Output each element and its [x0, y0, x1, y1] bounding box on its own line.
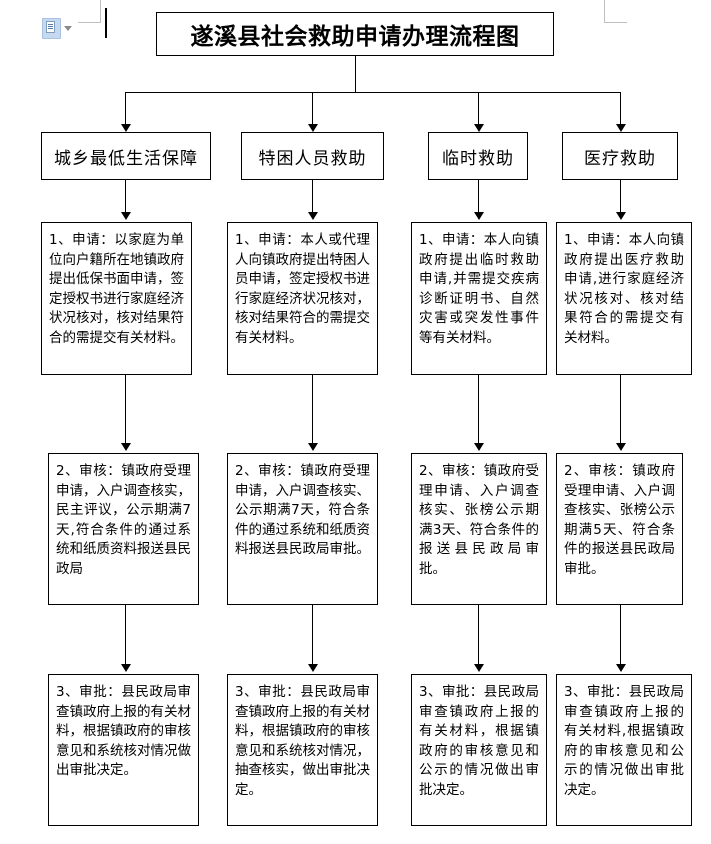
step-text: 1、申请：本人向镇政府提出临时救助申请,并需提交疾病诊断证明书、自然灾害或突发性… [419, 232, 539, 346]
step-text: 3、审批：县民政局审查镇政府上报的有关材料，根据镇政府的审核意见和系统核对情况做… [56, 684, 191, 778]
connector-linshi-step1-step2 [478, 375, 479, 445]
step-box-tekun-3[interactable]: 3、审批：县民政局审查镇政府上报的有关材料，根据镇政府的审核意见和系统核对情况，… [227, 674, 378, 826]
paste-clipboard-icon [42, 18, 61, 39]
step-box-yiliao-2[interactable]: 2、审核：镇政府受理申请、入户调查核实、张榜公示期满5天、符合条件的报送县民政局… [556, 453, 683, 605]
text-cursor [105, 8, 107, 38]
step-text: 2、审核：镇政府受理申请、入户调查核实、张榜公示期满3天、符合条件的报送县民政局… [419, 463, 539, 577]
connector-arrow-yiliao-step2 [616, 443, 626, 451]
category-label: 临时救助 [442, 148, 514, 169]
connector-arrow-dibao-step2 [121, 443, 131, 451]
connector-linshi-step2-step3 [478, 605, 479, 667]
step-text: 2、审核：镇政府受理申请，入户调查核实、公示期满7天，符合条件的通过系统和纸质资… [235, 463, 370, 557]
connector-arrow-linshi-step3 [474, 664, 484, 672]
bracket-drop-4 [620, 92, 621, 126]
step-text: 1、申请：本人或代理人向镇政府提出特困人员申请，签定授权书进行家庭经济状况核对，… [235, 232, 370, 346]
chevron-down-icon [64, 26, 72, 31]
page-guide-top-right-horizontal [604, 22, 627, 23]
distribution-bracket [125, 92, 621, 93]
step-box-tekun-2[interactable]: 2、审核：镇政府受理申请，入户调查核实、公示期满7天，符合条件的通过系统和纸质资… [227, 453, 378, 605]
page-guide-top-left-horizontal [78, 22, 101, 23]
category-box-yiliao[interactable]: 医疗救助 [562, 132, 678, 180]
connector-arrow-tekun-step3 [308, 664, 318, 672]
connector-linshi-cat-step1 [478, 180, 479, 216]
connector-tekun-step2-step3 [312, 605, 313, 667]
connector-dibao-step2-step3 [125, 605, 126, 667]
connector-yiliao-step2-step3 [620, 605, 621, 667]
connector-dibao-step1-step2 [125, 375, 126, 445]
page-guide-top-right-vertical [604, 0, 605, 22]
step-text: 2、审核：镇政府受理申请、入户调查核实、张榜公示期满5天、符合条件的报送县民政局… [564, 463, 675, 577]
paste-options-button[interactable] [42, 18, 72, 39]
step-box-linshi-3[interactable]: 3、审批：县民政局审查镇政府上报的有关材料，根据镇政府的审核意见和公示的情况做出… [411, 674, 547, 826]
category-box-linshi[interactable]: 临时救助 [428, 132, 528, 180]
step-text: 3、审批：县民政局审查镇政府上报的有关材料，根据镇政府的审核意见和系统核对情况，… [235, 684, 370, 798]
step-box-dibao-3[interactable]: 3、审批：县民政局审查镇政府上报的有关材料，根据镇政府的审核意见和系统核对情况做… [48, 674, 199, 826]
page-title: 遂溪县社会救助申请办理流程图 [190, 23, 520, 50]
bracket-arrow-4 [616, 124, 626, 132]
step-box-yiliao-3[interactable]: 3、审批：县民政局审查镇政府上报的有关材料,根据镇政府的审核意见和公示的情况做出… [556, 674, 692, 826]
bracket-drop-3 [478, 92, 479, 126]
bracket-arrow-1 [121, 124, 131, 132]
connector-arrow-tekun-step2 [308, 443, 318, 451]
connector-arrow-yiliao-step1 [616, 212, 626, 220]
step-box-yiliao-1[interactable]: 1、申请：本人向镇政府提出医疗救助申请,进行家庭经济状况核对、核对结果符合的需提… [556, 222, 692, 375]
step-text: 3、审批：县民政局审查镇政府上报的有关材料，根据镇政府的审核意见和公示的情况做出… [419, 684, 539, 798]
step-text: 1、申请：本人向镇政府提出医疗救助申请,进行家庭经济状况核对、核对结果符合的需提… [564, 232, 684, 346]
connector-arrow-dibao-step3 [121, 664, 131, 672]
page-guide-top-left-vertical [100, 0, 101, 22]
flowchart-title-box: 遂溪县社会救助申请办理流程图 [156, 12, 554, 56]
connector-dibao-cat-step1 [125, 180, 126, 216]
connector-yiliao-cat-step1 [620, 180, 621, 216]
step-text: 3、审批：县民政局审查镇政府上报的有关材料,根据镇政府的审核意见和公示的情况做出… [564, 684, 684, 798]
category-box-dibao[interactable]: 城乡最低生活保障 [41, 132, 211, 180]
step-box-dibao-2[interactable]: 2、审核：镇政府受理申请，入户调查核实，民主评议，公示期满7天,符合条件的通过系… [48, 453, 199, 605]
step-box-tekun-1[interactable]: 1、申请：本人或代理人向镇政府提出特困人员申请，签定授权书进行家庭经济状况核对，… [227, 222, 378, 375]
category-label: 特困人员救助 [258, 148, 367, 169]
connector-arrow-yiliao-step3 [616, 664, 626, 672]
connector-tekun-step1-step2 [312, 375, 313, 445]
connector-arrow-linshi-step2 [474, 443, 484, 451]
connector-arrow-dibao-step1 [121, 212, 131, 220]
step-box-dibao-1[interactable]: 1、申请：以家庭为单位向户籍所在地镇政府提出低保书面申请，签定授权书进行家庭经济… [41, 222, 192, 375]
connector-yiliao-step1-step2 [620, 375, 621, 445]
category-label: 城乡最低生活保障 [54, 148, 198, 169]
connector-tekun-cat-step1 [312, 180, 313, 216]
bracket-drop-1 [125, 92, 126, 126]
category-label: 医疗救助 [584, 148, 656, 169]
bracket-drop-2 [312, 92, 313, 126]
step-box-linshi-2[interactable]: 2、审核：镇政府受理申请、入户调查核实、张榜公示期满3天、符合条件的报送县民政局… [411, 453, 547, 605]
step-text: 2、审核：镇政府受理申请，入户调查核实，民主评议，公示期满7天,符合条件的通过系… [56, 463, 191, 577]
step-text: 1、申请：以家庭为单位向户籍所在地镇政府提出低保书面申请，签定授权书进行家庭经济… [49, 232, 184, 346]
category-box-tekun[interactable]: 特困人员救助 [241, 132, 384, 180]
step-box-linshi-1[interactable]: 1、申请：本人向镇政府提出临时救助申请,并需提交疾病诊断证明书、自然灾害或突发性… [411, 222, 547, 375]
bracket-arrow-3 [474, 124, 484, 132]
bracket-arrow-2 [308, 124, 318, 132]
title-stem-connector [355, 56, 356, 92]
connector-arrow-linshi-step1 [474, 212, 484, 220]
connector-arrow-tekun-step1 [308, 212, 318, 220]
